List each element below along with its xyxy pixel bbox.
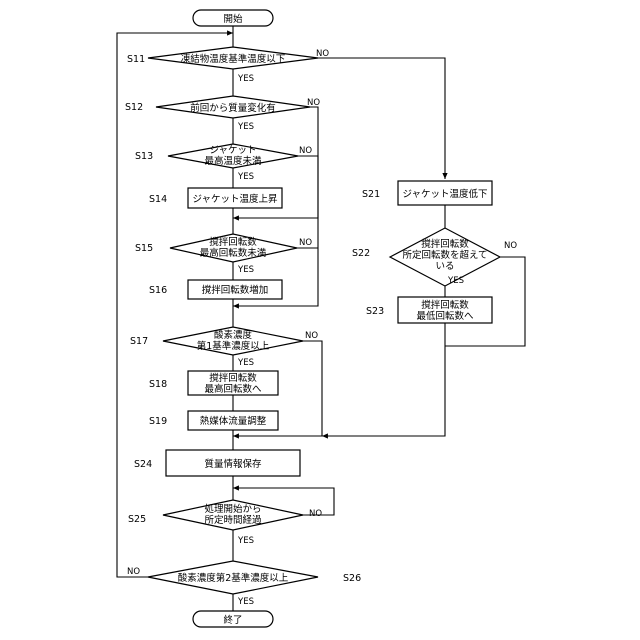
no-label-s11: NO (316, 49, 329, 59)
no-label-s22: NO (504, 241, 517, 251)
process-s14: ジャケット温度上昇 (188, 188, 282, 208)
end-terminal: 終了 (193, 611, 273, 627)
svg-text:最高温度未満: 最高温度未満 (204, 155, 262, 167)
process-s23: 撹拌回転数 最低回転数へ (398, 297, 492, 323)
svg-text:最高回転数未満: 最高回転数未満 (200, 247, 267, 259)
svg-text:凍結物温度基準温度以下: 凍結物温度基準温度以下 (181, 53, 286, 65)
step-label-s23: S23 (366, 306, 384, 317)
svg-text:熱媒体流量調整: 熱媒体流量調整 (200, 415, 267, 427)
decision-s15: 撹拌回転数 最高回転数未満 (170, 234, 297, 262)
step-label-s24: S24 (134, 459, 152, 470)
step-label-s17: S17 (130, 336, 148, 347)
svg-text:ジャケット温度上昇: ジャケット温度上昇 (192, 193, 278, 205)
svg-text:ジャケット: ジャケット (209, 145, 256, 156)
step-label-s14: S14 (149, 194, 167, 205)
step-label-s11: S11 (127, 54, 145, 65)
svg-text:いる: いる (435, 261, 454, 272)
svg-text:所定時間経過: 所定時間経過 (204, 514, 262, 526)
svg-text:処理開始から: 処理開始から (204, 503, 261, 515)
svg-text:前回から質量変化有: 前回から質量変化有 (190, 102, 276, 114)
branch-labels: YES YES YES YES YES YES YES YES NO NO NO… (127, 49, 517, 607)
decision-s17: 酸素濃度 第1基準濃度以上 (163, 327, 303, 355)
no-label-s17: NO (305, 331, 318, 341)
step-label-s19: S19 (149, 416, 167, 427)
step-label-s25: S25 (128, 514, 146, 525)
yes-label-s13: YES (237, 172, 254, 182)
no-label-s15: NO (299, 238, 312, 248)
process-s18: 撹拌回転数 最高回転数へ (188, 371, 278, 395)
svg-text:酸素濃度: 酸素濃度 (214, 329, 253, 341)
step-label-s22: S22 (352, 248, 370, 259)
step-label-s15: S15 (135, 243, 153, 254)
yes-label-s25: YES (237, 536, 254, 546)
decision-s11: 凍結物温度基準温度以下 (148, 47, 318, 69)
step-label-s21: S21 (362, 189, 380, 200)
process-s24: 質量情報保存 (166, 450, 300, 476)
step-label-s26: S26 (343, 573, 361, 584)
svg-text:開始: 開始 (223, 13, 243, 25)
step-label-s16: S16 (149, 285, 167, 296)
svg-text:撹拌回転数: 撹拌回転数 (421, 299, 469, 311)
yes-label-s17: YES (237, 358, 254, 368)
no-label-s25: NO (309, 509, 322, 519)
svg-text:所定回転数を超えて: 所定回転数を超えて (402, 249, 487, 261)
no-label-s13: NO (299, 146, 312, 156)
yes-label-s22: YES (447, 276, 464, 286)
svg-text:撹拌回転数: 撹拌回転数 (421, 238, 469, 250)
decision-s12: 前回から質量変化有 (156, 96, 310, 118)
yes-label-s15: YES (237, 265, 254, 275)
svg-text:最高回転数へ: 最高回転数へ (204, 383, 262, 395)
svg-text:ジャケット温度低下: ジャケット温度低下 (402, 188, 487, 200)
svg-text:撹拌回転数増加: 撹拌回転数増加 (202, 284, 269, 296)
svg-text:撹拌回転数: 撹拌回転数 (209, 372, 257, 384)
decision-s22: 撹拌回転数 所定回転数を超えて いる (390, 228, 500, 286)
yes-label-s26: YES (237, 597, 254, 607)
svg-text:終了: 終了 (223, 614, 242, 626)
svg-text:第1基準濃度以上: 第1基準濃度以上 (197, 340, 270, 352)
decision-s26: 酸素濃度第2基準濃度以上 (148, 561, 318, 594)
no-label-s12: NO (307, 98, 320, 108)
process-s19: 熱媒体流量調整 (188, 411, 278, 430)
decision-s13: ジャケット 最高温度未満 (168, 144, 298, 168)
start-terminal: 開始 (193, 10, 273, 26)
step-label-s18: S18 (149, 379, 167, 390)
svg-text:酸素濃度第2基準濃度以上: 酸素濃度第2基準濃度以上 (178, 572, 289, 584)
svg-text:質量情報保存: 質量情報保存 (204, 458, 262, 470)
process-s16: 撹拌回転数増加 (188, 280, 282, 299)
decision-s25: 処理開始から 所定時間経過 (163, 500, 303, 530)
process-s21: ジャケット温度低下 (398, 181, 492, 205)
step-label-s13: S13 (135, 151, 153, 162)
svg-text:最低回転数へ: 最低回転数へ (416, 310, 474, 322)
step-label-s12: S12 (125, 102, 143, 113)
no-label-s26: NO (127, 567, 140, 577)
yes-label-s11: YES (237, 74, 254, 84)
svg-text:撹拌回転数: 撹拌回転数 (209, 236, 257, 248)
yes-label-s12: YES (237, 122, 254, 132)
